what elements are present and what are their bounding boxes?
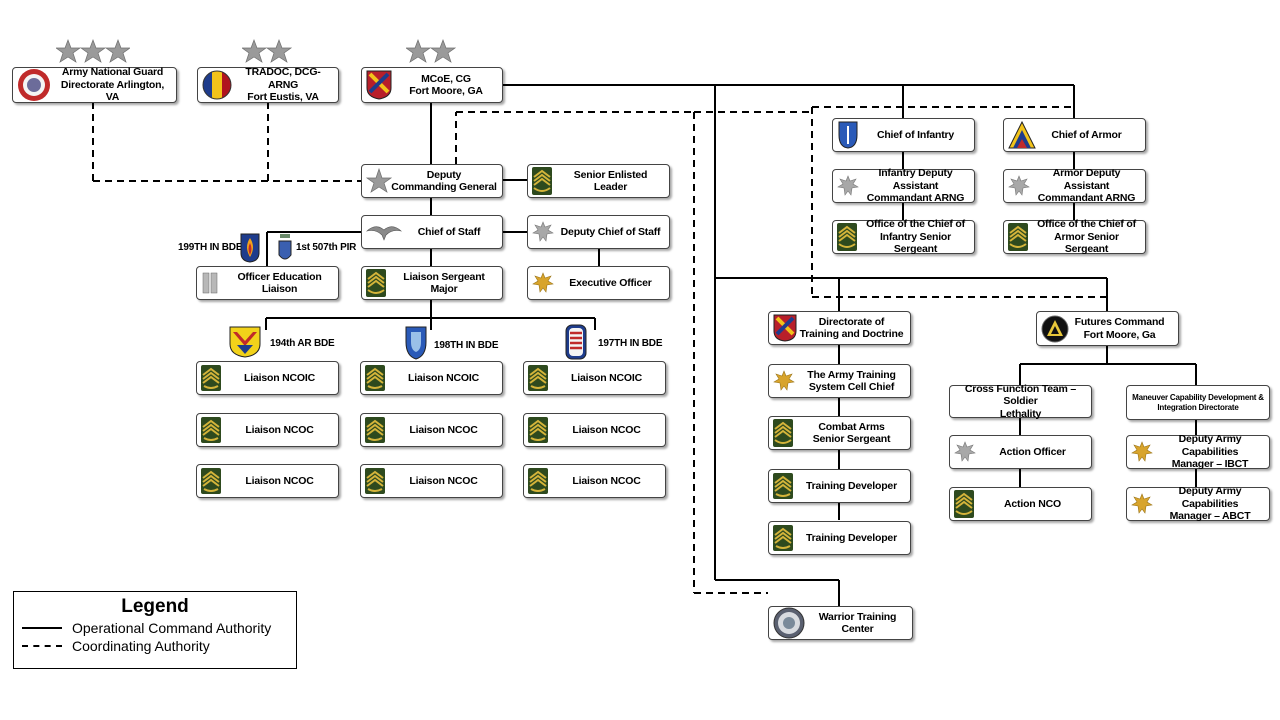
unit-label-198th-in-bde: 198TH IN BDE: [434, 340, 499, 351]
liaison-ncoc-198-box-1: Liaison NCOC: [360, 413, 503, 447]
armor-school-patch-icon: [1008, 121, 1036, 149]
liaison-ncoc-194-box-2: Liaison NCOC: [196, 464, 339, 498]
deputy-commanding-general-box: Deputy Commanding General: [361, 164, 503, 198]
directorate-training-doctrine-box: Directorate of Training and Doctrine: [768, 311, 911, 345]
legend: Legend Operational Command Authority Coo…: [13, 591, 297, 669]
silver-oak-leaf-icon: [837, 175, 859, 196]
legend-solid-row: Operational Command Authority: [22, 620, 271, 636]
sfc-chevron-icon: [773, 525, 793, 551]
unit-label-507th-pir: 1st 507th PIR: [296, 242, 357, 253]
sfc-chevron-icon: [201, 417, 221, 443]
liaison-ncoic-197-box: Liaison NCOIC: [523, 361, 666, 395]
infantry-school-patch-icon: [838, 121, 858, 149]
colonel-eagle-icon: [366, 226, 402, 241]
officer-education-liaison-box: Officer Education Liaison: [196, 266, 339, 300]
sfc-chevron-icon: [528, 365, 548, 391]
sergeant-major-chevron-icon: [532, 167, 552, 195]
mcoe-patch-icon: [366, 70, 392, 100]
lieutenant-general-stars-icon: [56, 39, 130, 63]
office-chief-armor-senior-sergeant-box: Office of the Chief of Armor Senior Serg…: [1003, 218, 1146, 255]
training-developer-box-1: Training Developer: [768, 469, 911, 503]
army-training-system-cell-chief-box: The Army Training System Cell Chief: [768, 364, 911, 398]
mcoe-major-general-stars-icon: [406, 39, 456, 63]
combat-arms-senior-sergeant-box: Combat Arms Senior Sergeant: [768, 416, 911, 450]
chief-of-infantry-box: Chief of Infantry: [832, 118, 975, 152]
brigadier-general-star-icon: [366, 168, 392, 193]
sfc-chevron-icon: [528, 468, 548, 494]
action-officer-box: Action Officer: [949, 435, 1092, 469]
office-chief-infantry-senior-sergeant-box: Office of the Chief of Infantry Senior S…: [832, 218, 975, 255]
sfc-chevron-icon: [365, 468, 385, 494]
training-developer-box-2: Training Developer: [768, 521, 911, 555]
sfc-chevron-icon: [773, 473, 793, 499]
gold-oak-leaf-icon: [532, 272, 554, 293]
arng-seal-icon: [18, 69, 50, 101]
warrior-training-center-seal-icon: [773, 607, 805, 639]
tradoc-patch-icon: [202, 70, 232, 100]
senior-enlisted-leader-box: Senior Enlisted Leader: [527, 164, 670, 198]
chief-of-armor-box: Chief of Armor: [1003, 118, 1146, 152]
legend-dashed-label: Coordinating Authority: [72, 638, 210, 654]
silver-oak-leaf-icon: [954, 441, 976, 462]
sfc-chevron-icon: [365, 417, 385, 443]
captain-bars-icon: [202, 272, 218, 294]
194th-ar-bde-patch-icon: [229, 326, 261, 358]
liaison-ncoc-198-box-2: Liaison NCOC: [360, 464, 503, 498]
gold-oak-leaf-icon: [1131, 441, 1153, 462]
sergeant-major-chevron-icon: [1008, 223, 1028, 251]
maneuver-capability-development-box: Maneuver Capability Development & Integr…: [1126, 385, 1270, 420]
sfc-chevron-icon: [365, 365, 385, 391]
legend-title: Legend: [121, 596, 189, 617]
199th-in-bde-patch-icon: [240, 233, 260, 263]
sergeant-major-chevron-icon: [954, 490, 974, 518]
sfc-chevron-icon: [528, 417, 548, 443]
unit-label-199-in-bde: 199TH IN BDE: [178, 242, 243, 253]
liaison-ncoc-197-box-2: Liaison NCOC: [523, 464, 666, 498]
liaison-ncoic-198-box: Liaison NCOIC: [360, 361, 503, 395]
gold-oak-leaf-icon: [773, 370, 795, 391]
silver-oak-leaf-icon: [532, 221, 554, 242]
sergeant-major-chevron-icon: [837, 223, 857, 251]
dotd-patch-icon: [773, 314, 797, 342]
armor-deputy-assistant-commandant-box: Armor Deputy Assistant Commandant ARNG: [1003, 167, 1146, 204]
solid-line-swatch: [22, 627, 62, 629]
arng-directorate-box: Army National Guard Directorate Arlingto…: [12, 66, 177, 103]
507th-pir-patch-icon: [278, 234, 292, 260]
deputy-chief-of-staff-box: Deputy Chief of Staff: [527, 215, 670, 249]
warrior-training-center-box: Warrior Training Center: [768, 606, 913, 640]
liaison-ncoc-194-box-1: Liaison NCOC: [196, 413, 339, 447]
deputy-army-capabilities-manager-abct-box: Deputy Army Capabilities Manager – ABCT: [1126, 485, 1270, 522]
silver-oak-leaf-icon: [1008, 175, 1030, 196]
futures-command-patch-icon: [1041, 315, 1069, 342]
liaison-ncoc-197-box-1: Liaison NCOC: [523, 413, 666, 447]
liaison-ncoic-194-box: Liaison NCOIC: [196, 361, 339, 395]
tradoc-dcg-arng-box: TRADOC, DCG-ARNG Fort Eustis, VA: [197, 66, 339, 103]
gold-oak-leaf-icon: [1131, 493, 1153, 514]
action-nco-box: Action NCO: [949, 487, 1092, 521]
unit-label-197th-in-bde: 197TH IN BDE: [598, 338, 663, 349]
sfc-chevron-icon: [201, 365, 221, 391]
legend-dashed-row: Coordinating Authority: [22, 638, 210, 654]
cross-function-team-soldier-lethality-box: Cross Function Team – Soldier Lethality: [949, 383, 1092, 420]
sfc-chevron-icon: [201, 468, 221, 494]
legend-solid-label: Operational Command Authority: [72, 620, 272, 636]
unit-label-194th-ar-bde: 194th AR BDE: [270, 338, 335, 349]
executive-officer-box: Executive Officer: [527, 266, 670, 300]
futures-command-box: Futures Command Fort Moore, Ga: [1036, 311, 1179, 346]
infantry-deputy-assistant-commandant-box: Infantry Deputy Assistant Commandant ARN…: [832, 167, 975, 204]
deputy-army-capabilities-manager-ibct-box: Deputy Army Capabilities Manager – IBCT: [1126, 433, 1270, 470]
chief-of-staff-box: Chief of Staff: [361, 215, 503, 249]
mcoe-cg-box: MCoE, CG Fort Moore, GA: [361, 67, 503, 103]
liaison-sergeant-major-chevron-icon: [366, 269, 386, 297]
sergeant-major-chevron-icon: [773, 419, 793, 447]
major-general-stars-icon: [242, 39, 292, 63]
197th-in-bde-patch-icon: [565, 324, 587, 360]
198th-in-bde-patch-icon: [405, 326, 427, 360]
dashed-line-swatch: [22, 645, 62, 647]
liaison-sergeant-major-box: Liaison Sergeant Major: [361, 266, 503, 300]
